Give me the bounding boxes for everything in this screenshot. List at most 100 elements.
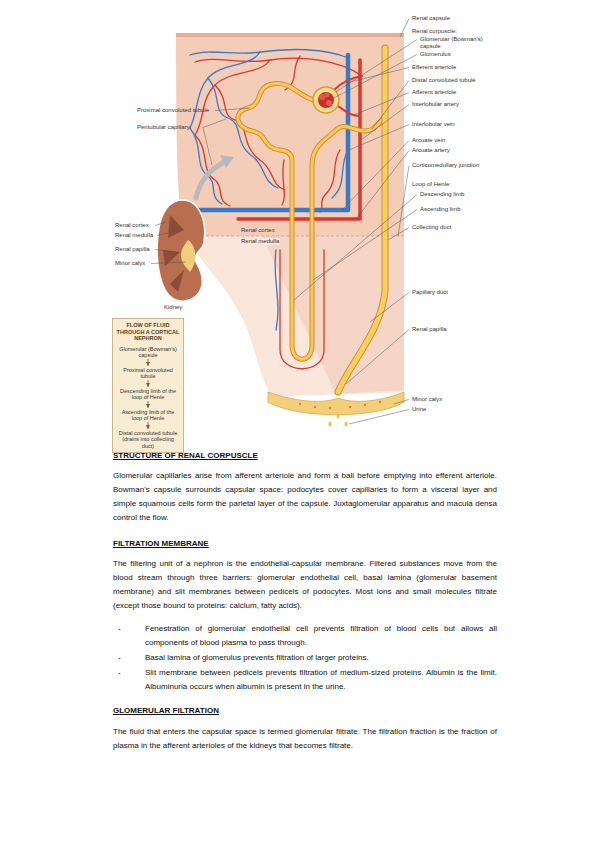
leader-lines-part xyxy=(350,68,409,83)
document-text: STRUCTURE OF RENAL CORPUSCLEGlomerular c… xyxy=(113,449,497,753)
part-label: Urine xyxy=(412,406,426,413)
tissue-wedge-part xyxy=(176,33,404,37)
minor-calyx-cup-part xyxy=(337,414,340,419)
kidney-inset-part xyxy=(168,215,184,238)
leader-lines-part xyxy=(294,195,417,301)
tissue-wedge-part xyxy=(176,36,404,396)
peritubular-capillaries-part xyxy=(282,160,284,205)
leader-lines-part xyxy=(155,250,176,253)
leader-lines-part xyxy=(356,151,409,220)
part-label: Renal cortex xyxy=(115,222,149,229)
part-label: Afferent arteriole xyxy=(412,89,456,96)
flow-step: Glomerular (Bowman's) capsule xyxy=(116,346,180,359)
leader-lines-part xyxy=(388,228,409,241)
paragraph: The fluid that enters the capsular space… xyxy=(113,725,497,753)
peritubular-capillaries-part xyxy=(332,150,348,198)
minor-calyx-cup-part xyxy=(314,406,316,408)
bullet-item: -Basal lamina of glomerulus prevents fil… xyxy=(113,651,497,665)
blood-vessels-part xyxy=(338,106,360,116)
step-text: Glomerular (Bowman's) capsule xyxy=(116,346,180,359)
minor-calyx-cup-part xyxy=(268,392,404,415)
minor-calyx-cup-part xyxy=(299,403,301,405)
flow-arrow xyxy=(148,401,149,408)
minor-calyx-cup xyxy=(268,392,404,427)
part-label: Kidney xyxy=(164,304,182,311)
leader-lines-part xyxy=(215,108,250,111)
kidney-inset-part xyxy=(170,270,184,292)
zoom-arrow-part xyxy=(220,155,234,168)
paragraph: The filtering unit of a nephron is the e… xyxy=(113,557,497,613)
leader-lines-part xyxy=(354,93,409,116)
peritubular-capillaries-part xyxy=(280,250,324,369)
glomerulus xyxy=(313,87,339,113)
bullet-text: Basal lamina of glomerulus prevents filt… xyxy=(145,651,497,665)
flow-step: Descending limb of the loop of Henle xyxy=(116,388,180,401)
minor-calyx-cup-part xyxy=(379,401,381,403)
glomerulus-part xyxy=(326,100,332,106)
peritubular-capillaries-part xyxy=(275,250,278,330)
leader-lines-part xyxy=(151,262,186,264)
minor-calyx-cup-part xyxy=(364,404,366,406)
leader-lines-part xyxy=(336,40,417,93)
bullet-dash: - xyxy=(113,651,145,665)
renal-tubule xyxy=(238,48,385,392)
section-heading: STRUCTURE OF RENAL CORPUSCLE xyxy=(113,449,497,463)
part-label: Renal capsule xyxy=(412,15,450,22)
bullet-item: -Fenestration of glomerular endothelial … xyxy=(113,622,497,650)
part-label: Arcuate artery xyxy=(412,147,450,154)
part-label: Glomerulus xyxy=(420,51,451,58)
glomerulus-part xyxy=(319,94,325,100)
step-text: Proximal convoluted tubule xyxy=(116,367,180,380)
renal-tubule-part xyxy=(338,48,385,392)
bullet-dash: - xyxy=(113,622,145,650)
part-label: Collecting duct xyxy=(412,224,451,231)
flow-box-fill xyxy=(112,318,184,453)
part-label: Distal convoluted tubule xyxy=(412,77,476,84)
leader-lines-part xyxy=(346,330,409,385)
part-label: Renal papilla xyxy=(115,246,150,253)
flow-step: Proximal convoluted tubule xyxy=(116,367,180,380)
part-label: Minor calyx xyxy=(115,260,145,267)
minor-calyx-cup-part xyxy=(329,407,331,409)
leader-lines-part xyxy=(203,119,226,128)
part-label: Efferent arteriole xyxy=(412,64,456,71)
part-label: Renal cortex xyxy=(240,227,276,234)
kidney-inset-part xyxy=(163,250,180,266)
glomerulus-part xyxy=(313,87,339,113)
peritubular-capillaries-part xyxy=(320,150,340,212)
flow-step: Ascending limb of the loop of Henle xyxy=(116,409,180,422)
minor-calyx-cup-part xyxy=(345,422,348,427)
part-label: Renal medulla xyxy=(115,232,153,239)
flow-arrow xyxy=(148,359,149,366)
renal-tubule-part xyxy=(238,83,385,359)
part-label: Interlobular artery xyxy=(412,101,459,108)
bullet-text: Fenestration of glomerular endothelial c… xyxy=(145,622,497,650)
tissue-wedge-part xyxy=(186,236,404,396)
kidney-inset-part xyxy=(181,240,195,272)
minor-calyx-cup-part xyxy=(349,406,351,408)
peritubular-capillaries-part xyxy=(195,135,230,206)
flow-arrow xyxy=(148,422,149,429)
leader-lines-part xyxy=(398,166,409,237)
flow-arrow xyxy=(148,380,149,387)
part-label: Renal medulla xyxy=(240,238,280,245)
peritubular-capillaries-part xyxy=(190,50,348,58)
flow-step: Distal convoluted tubule (drains into co… xyxy=(116,430,180,450)
minor-calyx-cup-part xyxy=(329,422,332,427)
tissue-wedge-part xyxy=(186,236,404,237)
renal-tubule-part xyxy=(238,83,385,359)
renal-tubule-part xyxy=(338,48,385,392)
bullet-text: Slit membrane between pedicels prevents … xyxy=(145,666,497,694)
part-label: Ascending limb xyxy=(420,206,461,213)
blood-vessels xyxy=(188,55,362,219)
part-label: Loop of Henle: xyxy=(412,181,451,188)
part-label: Papillary duct xyxy=(412,289,448,296)
part-label: Renal papilla xyxy=(412,326,447,333)
leader-lines xyxy=(151,19,417,425)
zoom-arrow xyxy=(196,155,234,198)
part-label: Renal corpuscle: xyxy=(412,28,457,35)
bullet-item: -Slit membrane between pedicels prevents… xyxy=(113,666,497,694)
step-text: Descending limb of the loop of Henle xyxy=(116,388,180,401)
